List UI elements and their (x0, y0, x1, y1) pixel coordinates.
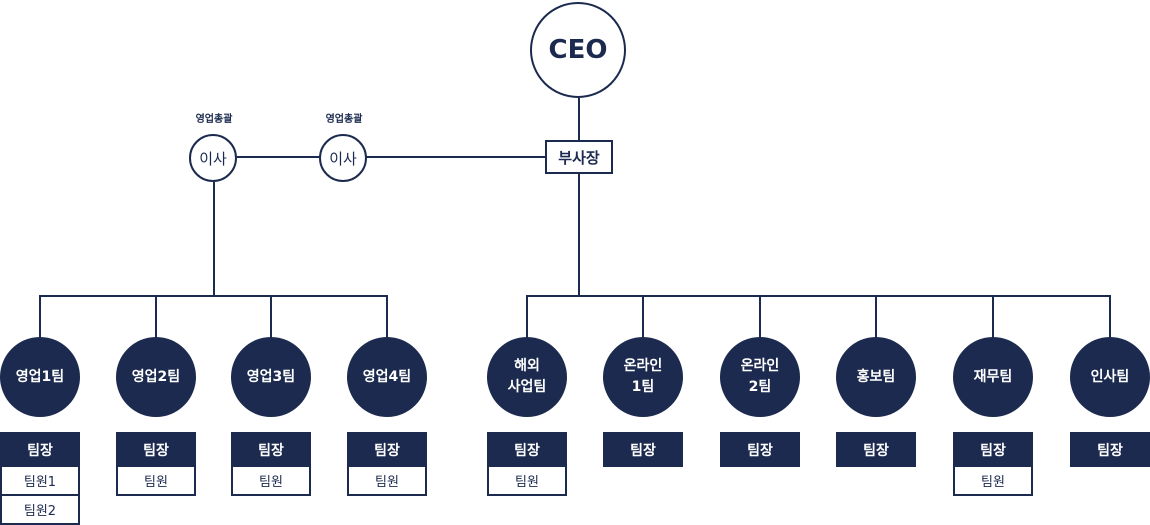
connector-team-4 (386, 296, 388, 338)
team-2-node: 영업2팀 (116, 337, 196, 417)
team-6-name-line1: 온라인 (623, 358, 663, 374)
team-9-node: 재무팀 (953, 337, 1033, 417)
team-6-leader: 팀장 (603, 432, 683, 467)
team-3-node: 영업3팀 (231, 337, 311, 417)
director-2-title: 영업총괄 (325, 114, 363, 125)
team-2-member-1: 팀원 (116, 467, 196, 496)
team-6-name-line2: 1팀 (631, 379, 655, 395)
vice-president-node: 부사장 (545, 140, 613, 174)
director-2-node: 이사 (319, 134, 367, 182)
team-5-name-line2: 사업팀 (507, 379, 547, 395)
director-1-node: 이사 (189, 134, 237, 182)
team-6-node: 온라인 1팀 (603, 337, 683, 417)
team-5-leader: 팀장 (487, 432, 567, 467)
connector-team-10 (1109, 296, 1111, 338)
team-1-member-1: 팀원1 (0, 467, 80, 496)
team-7-name-line1: 온라인 (740, 358, 780, 374)
team-7-node: 온라인 2팀 (720, 337, 800, 417)
connector-team-5 (526, 296, 528, 338)
team-7-leader: 팀장 (720, 432, 800, 467)
team-1-name: 영업1팀 (15, 368, 65, 385)
team-7-name-line2: 2팀 (748, 379, 772, 395)
connector-vp-down (578, 174, 580, 296)
team-4-node: 영업4팀 (347, 337, 427, 417)
team-8-name: 홍보팀 (856, 368, 896, 385)
team-10-name: 인사팀 (1090, 368, 1130, 385)
team-5-member-1: 팀원 (487, 467, 567, 496)
connector-ops-bar (526, 295, 1111, 297)
team-8-node: 홍보팀 (836, 337, 916, 417)
team-10-node: 인사팀 (1070, 337, 1150, 417)
team-3-member-1: 팀원 (231, 467, 311, 496)
connector-team-2 (155, 296, 157, 338)
connector-director-sales (213, 182, 215, 296)
team-9-leader: 팀장 (953, 432, 1033, 467)
connector-sales-bar (39, 295, 388, 297)
connector-team-1 (39, 296, 41, 338)
team-5-name-line1: 해외 (514, 358, 540, 374)
team-2-leader: 팀장 (116, 432, 196, 467)
connector-vp-directors (237, 156, 545, 158)
connector-team-9 (992, 296, 994, 338)
connector-ceo-vp (578, 98, 580, 140)
team-2-name: 영업2팀 (131, 368, 181, 385)
director-1-title: 영업총괄 (195, 114, 233, 125)
connector-team-3 (270, 296, 272, 338)
team-4-member-1: 팀원 (347, 467, 427, 496)
connector-team-7 (759, 296, 761, 338)
team-3-name: 영업3팀 (246, 368, 296, 385)
team-9-member-1: 팀원 (953, 467, 1033, 496)
team-1-node: 영업1팀 (0, 337, 80, 417)
team-10-leader: 팀장 (1070, 432, 1150, 467)
team-9-name: 재무팀 (973, 368, 1013, 385)
ceo-node: CEO (530, 2, 626, 98)
connector-team-8 (875, 296, 877, 338)
connector-team-6 (642, 296, 644, 338)
team-4-leader: 팀장 (347, 432, 427, 467)
team-1-member-2: 팀원2 (0, 496, 80, 525)
team-8-leader: 팀장 (836, 432, 916, 467)
team-3-leader: 팀장 (231, 432, 311, 467)
team-4-name: 영업4팀 (362, 368, 412, 385)
team-1-leader: 팀장 (0, 432, 80, 467)
